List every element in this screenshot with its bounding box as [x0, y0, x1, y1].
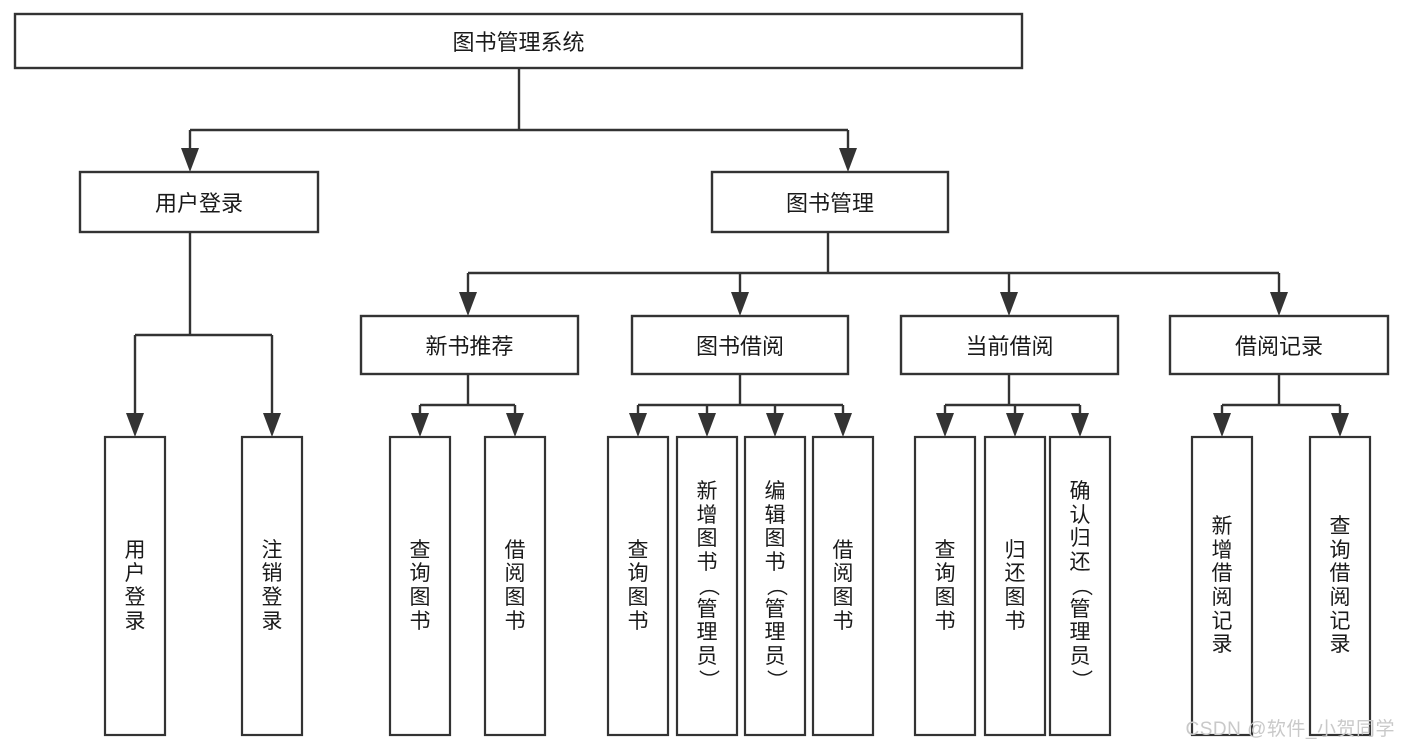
leaf-box-book-borrow-3[interactable]: [743, 435, 807, 737]
node-book-borrow[interactable]: [630, 314, 850, 376]
leaf-box-current-borrow-2[interactable]: [983, 435, 1047, 737]
leaf-box-borrow-record-1[interactable]: [1190, 435, 1254, 737]
leaf-box-new-book-1[interactable]: [388, 435, 452, 737]
node-current-borrow[interactable]: [899, 314, 1120, 376]
leaf-box-borrow-record-2[interactable]: [1308, 435, 1372, 737]
connector-bookborrow-to-leaves: [629, 374, 852, 437]
leaf-box-book-borrow-1[interactable]: [606, 435, 670, 737]
node-new-book-recommend[interactable]: [359, 314, 580, 376]
leaf-box-current-borrow-3[interactable]: [1048, 435, 1112, 737]
node-borrow-record[interactable]: [1168, 314, 1390, 376]
connector-bookmgmt-to-level3: [459, 232, 1288, 316]
node-root-book-management-system[interactable]: [13, 12, 1024, 70]
leaf-box-user-login-2[interactable]: [240, 435, 304, 737]
node-user-login[interactable]: [78, 170, 320, 234]
connector-currentborrow-to-leaves: [936, 374, 1089, 437]
connector-borrowrecord-to-leaves: [1213, 374, 1349, 437]
node-book-management[interactable]: [710, 170, 950, 234]
leaf-box-user-login-1[interactable]: [103, 435, 167, 737]
connector-root-to-level2: [181, 68, 857, 172]
leaf-box-book-borrow-4[interactable]: [811, 435, 875, 737]
leaf-box-current-borrow-1[interactable]: [913, 435, 977, 737]
leaf-box-new-book-2[interactable]: [483, 435, 547, 737]
connector-newbook-to-leaves: [411, 374, 524, 437]
leaf-box-book-borrow-2[interactable]: [675, 435, 739, 737]
connector-userlogin-to-leaves: [126, 232, 281, 437]
